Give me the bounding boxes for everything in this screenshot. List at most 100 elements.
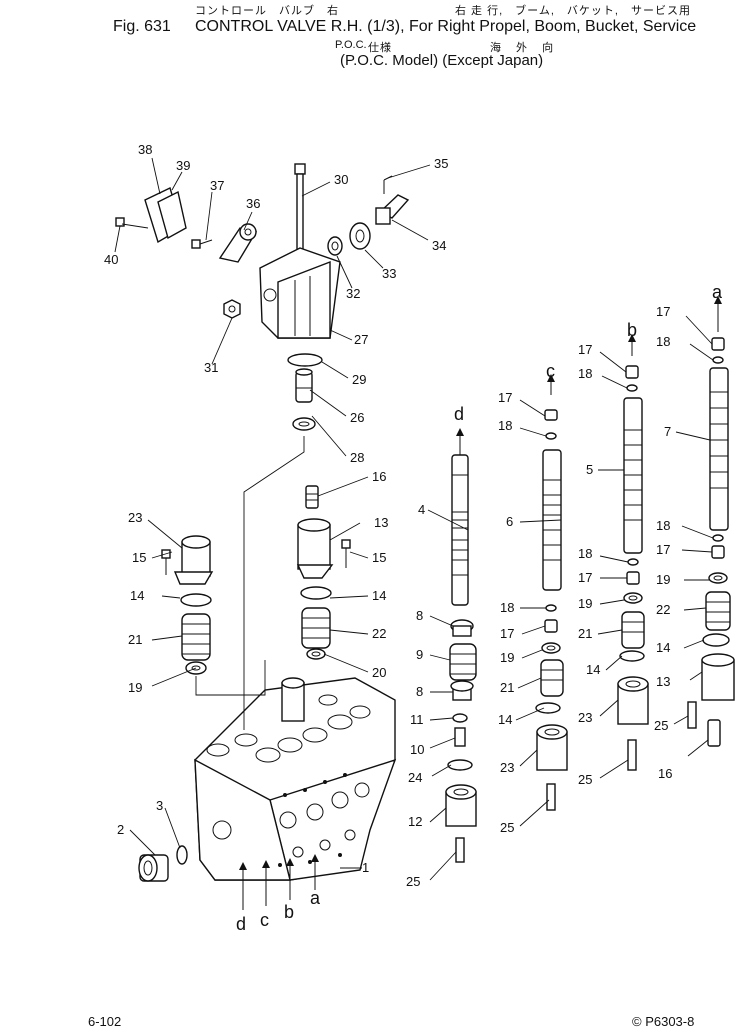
o-ring-part-14-left xyxy=(180,593,212,607)
callout-18-a-bottom: 18 xyxy=(656,518,670,533)
plug-part-17-c xyxy=(544,619,558,633)
callout-4: 4 xyxy=(418,502,425,517)
spring-part-22-a xyxy=(705,591,731,631)
spring-part-21-c xyxy=(540,659,564,697)
callout-6: 6 xyxy=(506,514,513,529)
bolt-part-25-b xyxy=(627,739,637,771)
bolt-part-15-center xyxy=(341,539,351,568)
plug-part-2 xyxy=(138,854,169,882)
callout-28: 28 xyxy=(350,450,364,465)
port-letter-a-bottom: a xyxy=(310,888,321,908)
callout-35: 35 xyxy=(434,156,448,171)
callout-18-c-bottom: 18 xyxy=(500,600,514,615)
callout-23-c: 23 xyxy=(500,760,514,775)
bolt-part-37 xyxy=(191,239,213,249)
spring-part-9 xyxy=(449,643,477,681)
callout-40: 40 xyxy=(104,252,118,267)
poc-japanese-label: 仕様 xyxy=(368,42,392,54)
callout-26: 26 xyxy=(350,410,364,425)
callout-5: 5 xyxy=(586,462,593,477)
callout-8-bottom: 8 xyxy=(416,684,423,699)
o-ring-part-14-c xyxy=(535,702,561,714)
lever-part-36 xyxy=(218,223,258,263)
callout-31: 31 xyxy=(204,360,218,375)
callout-13-right: 13 xyxy=(656,674,670,689)
seat-part-20 xyxy=(306,648,326,660)
callout-25-a: 25 xyxy=(654,718,668,733)
callout-19-left: 19 xyxy=(128,680,142,695)
callout-9: 9 xyxy=(416,647,423,662)
callout-16-right: 16 xyxy=(658,766,672,781)
callout-17-a-bottom: 17 xyxy=(656,542,670,557)
callout-21-b: 21 xyxy=(578,626,592,641)
piston-part-26 xyxy=(295,368,313,403)
poc-label: P.O.C. xyxy=(335,39,367,51)
callout-17-c-top: 17 xyxy=(498,390,512,405)
spool-part-4 xyxy=(451,428,469,606)
page-number: 6-102 xyxy=(88,1014,122,1029)
callout-numbers: 1 2 3 4 5 6 7 8 8 9 10 11 12 13 13 14 14… xyxy=(104,142,723,934)
callout-32: 32 xyxy=(346,286,360,301)
seat-part-19-a xyxy=(708,572,728,584)
callout-8-top: 8 xyxy=(416,608,423,623)
page-title: CONTROL VALVE R.H. (1/3), For Right Prop… xyxy=(195,18,697,35)
seat-part-28 xyxy=(292,417,316,431)
bearing-part-32 xyxy=(327,236,343,256)
cap-part-13-center xyxy=(296,518,334,579)
callout-23-b: 23 xyxy=(578,710,592,725)
seat-part-19-b xyxy=(623,592,643,604)
fitting-part-16-center xyxy=(305,485,319,509)
callout-36: 36 xyxy=(246,196,260,211)
spring-part-22-center xyxy=(301,607,331,649)
callout-25-d: 25 xyxy=(406,874,420,889)
o-ring-part-3 xyxy=(176,845,188,865)
bolt-part-25-a xyxy=(687,701,697,729)
header-japanese-title: コントロール バルブ 右 xyxy=(195,5,339,17)
callout-34: 34 xyxy=(432,238,446,253)
callout-17-a-top: 17 xyxy=(656,304,670,319)
callout-16-center: 16 xyxy=(372,469,386,484)
callout-22-center: 22 xyxy=(372,626,386,641)
callout-30: 30 xyxy=(334,172,348,187)
o-ring-part-24 xyxy=(447,759,473,771)
callout-14-center: 14 xyxy=(372,588,386,603)
cap-part-23-b xyxy=(617,676,649,725)
header-japanese-usage: 右 走 行, ブーム, バケット, サービス用 xyxy=(455,5,691,17)
port-letter-d-top: d xyxy=(454,404,464,424)
port-letter-d-bottom: d xyxy=(236,914,246,934)
o-ring-part-29 xyxy=(287,353,323,367)
plug-part-17-b xyxy=(626,571,640,585)
bolt-part-10 xyxy=(454,727,466,747)
drawing-code: © P6303-8 xyxy=(632,1014,695,1029)
callout-13-center: 13 xyxy=(374,515,388,530)
cap-part-23-c xyxy=(536,724,568,771)
callout-24: 24 xyxy=(408,770,422,785)
callout-14-b: 14 xyxy=(586,662,600,677)
collar-part-8-bottom xyxy=(450,680,474,701)
spool-part-6 xyxy=(542,374,562,591)
export-japanese-label: 海 外 向 xyxy=(490,42,560,54)
figure-number: Fig. 631 xyxy=(113,18,171,35)
callout-15-left: 15 xyxy=(132,550,146,565)
plate-part-38 xyxy=(144,187,187,244)
callout-3: 3 xyxy=(156,798,163,813)
o-ring-part-14-center xyxy=(300,586,332,600)
callout-18-b-bottom: 18 xyxy=(578,546,592,561)
callout-21-c: 21 xyxy=(500,680,514,695)
callout-17-b-bottom: 17 xyxy=(578,570,592,585)
fitting-part-16-a xyxy=(707,719,721,747)
port-arrows xyxy=(239,854,319,910)
callout-19-c: 19 xyxy=(500,650,514,665)
port-letter-b-top: b xyxy=(627,320,637,340)
callout-22-a: 22 xyxy=(656,602,670,617)
callout-10: 10 xyxy=(410,742,424,757)
spring-part-21-left xyxy=(181,613,211,661)
callout-33: 33 xyxy=(382,266,396,281)
callout-19-b: 19 xyxy=(578,596,592,611)
cap-part-13-a xyxy=(701,653,735,701)
callout-18-b-top: 18 xyxy=(578,366,592,381)
callout-27: 27 xyxy=(354,332,368,347)
callout-39: 39 xyxy=(176,158,190,173)
callout-17-c-bottom: 17 xyxy=(500,626,514,641)
callout-37: 37 xyxy=(210,178,224,193)
